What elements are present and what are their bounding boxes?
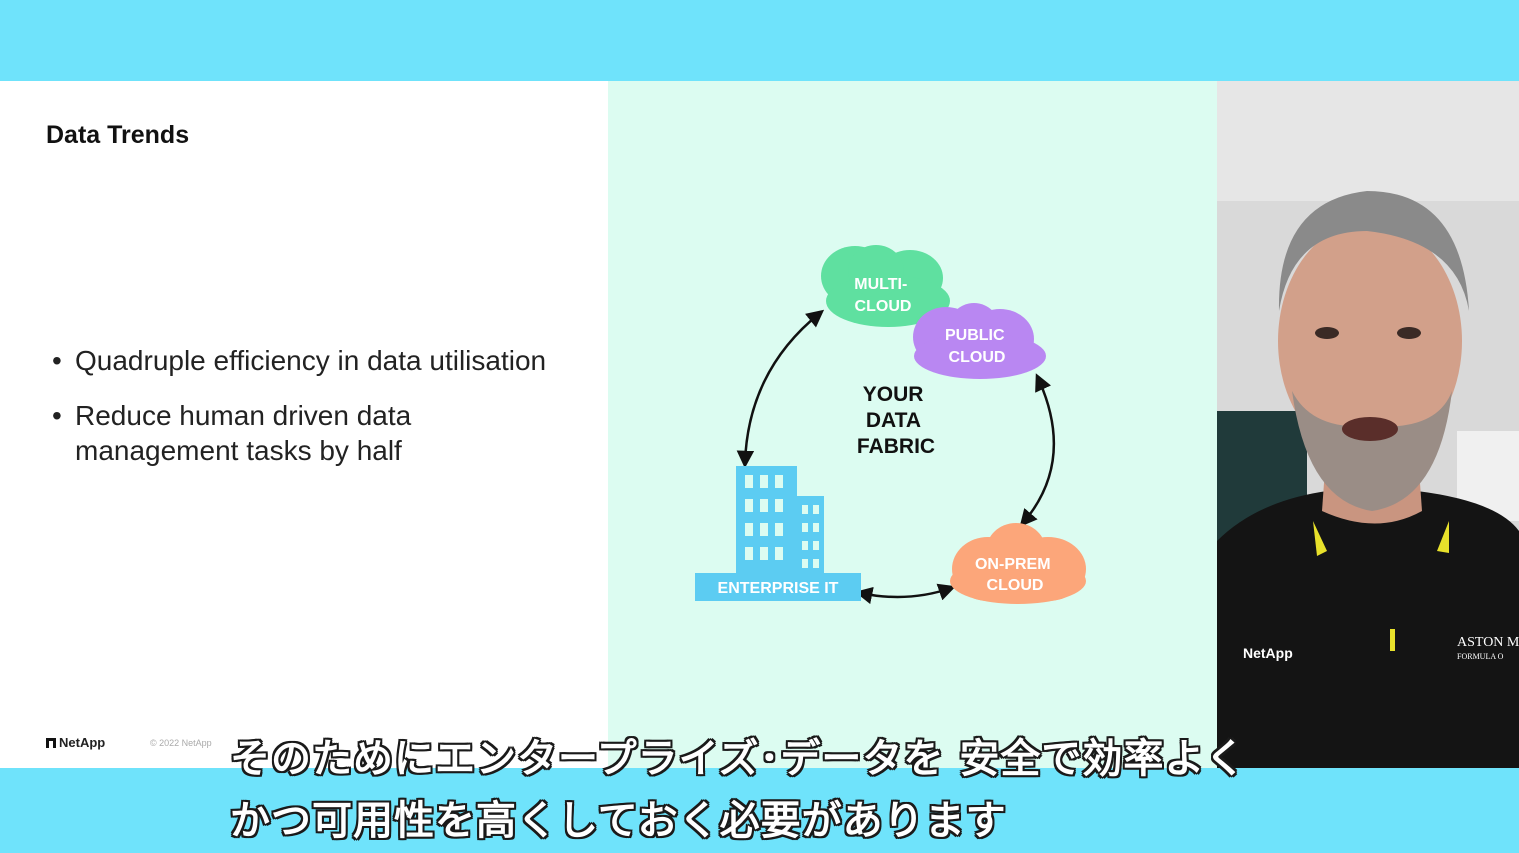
arrow-public-to-onprem [1019, 373, 1056, 527]
bullet-list: • Quadruple efficiency in data utilisatio… [52, 343, 572, 488]
netapp-logo-icon [46, 737, 56, 748]
multi-cloud-label-1: MULTI- [854, 276, 907, 293]
public-cloud-icon [913, 303, 1046, 379]
shirt-text-1: ASTON M [1457, 635, 1519, 650]
arrow-enterprise-to-onprem [854, 583, 956, 605]
copyright-text: © 2022 NetApp [150, 738, 212, 748]
logo-text: NetApp [59, 735, 106, 750]
shirt-logo: NetApp [1243, 645, 1293, 661]
netapp-logo: NetApp [46, 735, 105, 750]
bullet-item: • Reduce human driven data management tas… [52, 398, 572, 468]
bullet-text: Reduce human driven data management task… [75, 400, 412, 466]
bullet-dot: • [52, 400, 62, 431]
public-cloud-label-2: CLOUD [949, 349, 1006, 366]
svg-text:PUBLIC CLOUD: PUBLIC CLOUD [945, 327, 1009, 366]
presenter-video: NetApp ASTON M FORMULA O [1217, 81, 1519, 768]
shirt-text-2: FORMULA O [1457, 652, 1504, 661]
center-label-1: YOUR [863, 383, 924, 406]
public-cloud-label-1: PUBLIC [945, 327, 1005, 344]
onprem-cloud-icon [950, 523, 1086, 604]
presentation-frame: Data Trends • Quadruple efficiency in dat… [0, 81, 1519, 768]
enterprise-label: ENTERPRISE IT [718, 580, 839, 597]
onprem-cloud-label-1: ON-PREM [975, 556, 1051, 573]
multi-cloud-label-2: CLOUD [855, 298, 912, 315]
center-label-3: FABRIC [857, 435, 935, 458]
svg-text:MULTI- CLOUD: MULTI- CLOUD [854, 276, 911, 315]
data-fabric-diagram: MULTI- CLOUD PUBLIC CLOUD YOUR DATA FABR… [695, 245, 1086, 605]
subtitle-line-1: そのためにエンタープライズ･データを 安全で効率よく [230, 736, 1247, 782]
arrow-multi-to-enterprise [736, 309, 825, 469]
svg-text:ON-PREM CLOUD: ON-PREM CLOUD [975, 556, 1055, 594]
slide-title: Data Trends [46, 121, 190, 149]
center-label-2: DATA [866, 409, 921, 432]
presenter-image: NetApp ASTON M FORMULA O [1217, 81, 1519, 768]
onprem-cloud-label-2: CLOUD [987, 577, 1044, 594]
bullet-dot: • [52, 345, 62, 376]
svg-text:YOUR DATA FABR: YOUR DATA FABRIC [857, 383, 935, 458]
slide-text-panel: Data Trends • Quadruple efficiency in dat… [0, 81, 608, 768]
data-fabric-diagram-panel: MULTI- CLOUD PUBLIC CLOUD YOUR DATA FABR… [608, 81, 1217, 768]
multi-cloud-icon [821, 245, 950, 327]
subtitle-line-2: かつ可用性を高くしておく必要があります [230, 798, 1007, 844]
bullet-item: • Quadruple efficiency in data utilisatio… [52, 343, 572, 378]
enterprise-building-icon [695, 466, 861, 601]
bullet-text: Quadruple efficiency in data utilisation [75, 345, 547, 376]
